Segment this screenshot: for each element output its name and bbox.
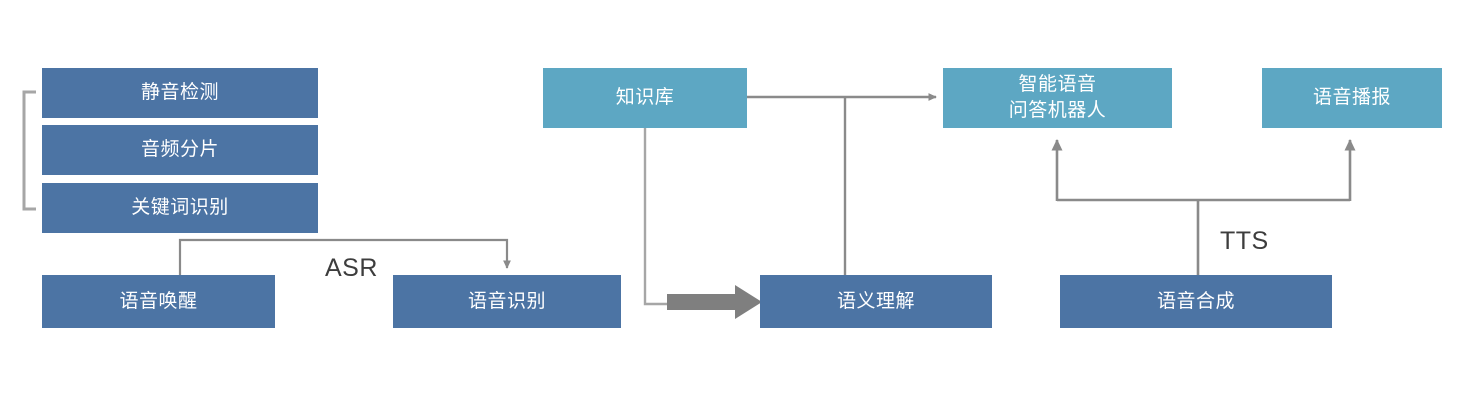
edge-label-tts: TTS — [1220, 227, 1269, 255]
group-bracket-icon — [22, 90, 36, 211]
node-silence-detection[interactable]: 静音检测 — [42, 68, 318, 118]
connector-kb-stem — [643, 128, 672, 306]
node-keyword-spotting[interactable]: 关键词识别 — [42, 183, 318, 233]
node-voice-wakeup[interactable]: 语音唤醒 — [42, 275, 275, 328]
edge-label-asr: ASR — [325, 254, 378, 282]
node-speech-synthesis[interactable]: 语音合成 — [1060, 275, 1332, 328]
connector-synthesis-bus — [1057, 198, 1350, 275]
node-speech-recognition[interactable]: 语音识别 — [393, 275, 621, 328]
node-audio-segmentation[interactable]: 音频分片 — [42, 125, 318, 175]
node-qa-robot[interactable]: 智能语音 问答机器人 — [943, 68, 1172, 128]
node-voice-broadcast[interactable]: 语音播报 — [1262, 68, 1442, 128]
connector-block-arrow-to-semantic — [667, 285, 762, 319]
node-semantic-understanding[interactable]: 语义理解 — [760, 275, 992, 328]
node-knowledge-base[interactable]: 知识库 — [543, 68, 747, 128]
